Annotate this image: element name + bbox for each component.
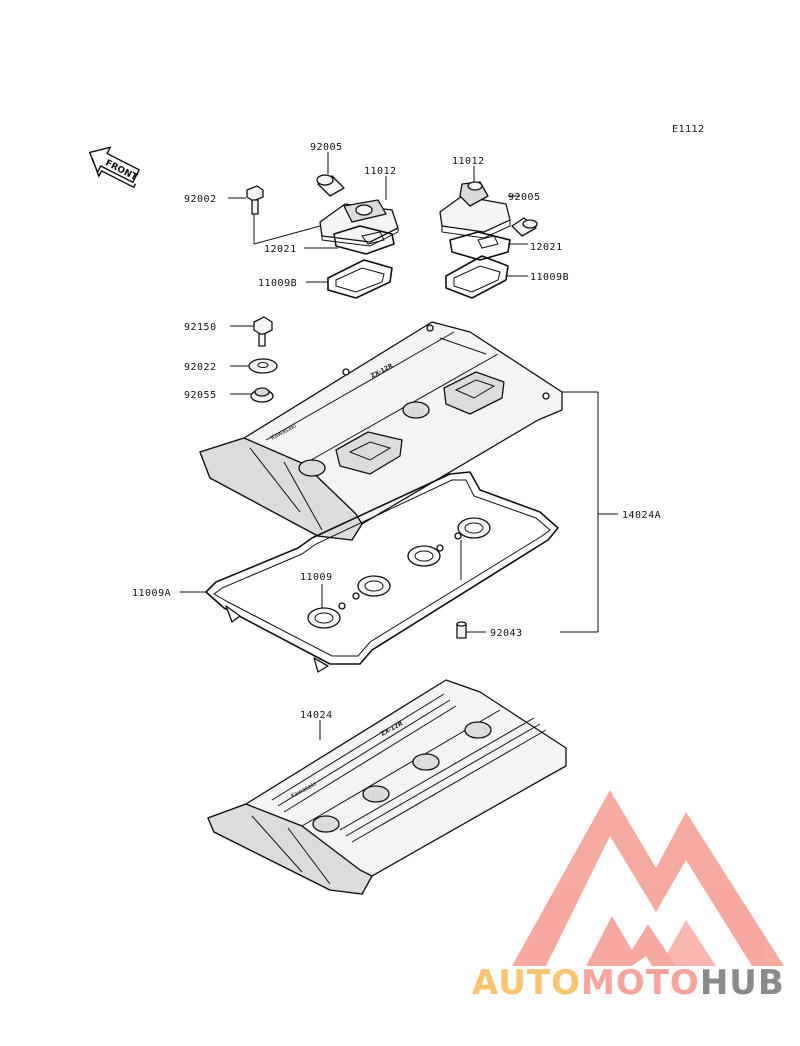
label-11009: 11009 (300, 572, 333, 583)
breather-cover-left (319, 199, 399, 247)
label-11009B-right: 11009B (530, 272, 569, 283)
leader-lines (180, 152, 618, 740)
label-92005-right: 92005 (508, 192, 541, 203)
label-11012-left: 11012 (364, 166, 397, 177)
grommet-92055 (250, 387, 274, 403)
watermark-auto: AUTO (472, 963, 581, 1003)
watermark-hub: HUB (700, 963, 785, 1003)
gasket-12021-left (333, 225, 395, 255)
label-12021-left: 12021 (264, 244, 297, 255)
watermark-logo-icon (512, 790, 784, 966)
label-92002: 92002 (184, 194, 217, 205)
label-11009A: 11009A (132, 588, 171, 599)
label-92055: 92055 (184, 390, 217, 401)
head-cover-14024A: Kawasaki ZX-12R (199, 321, 563, 541)
gasket-12021-right (449, 231, 511, 261)
watermark-moto: MOTO (581, 963, 700, 1003)
label-11012-right: 11012 (452, 156, 485, 167)
gasket-11009B-left (327, 259, 393, 299)
pipe-92005-right (511, 217, 538, 237)
bolt-92002 (246, 185, 264, 215)
pipe-92005-left (316, 174, 345, 197)
plug-seals-11009 (307, 517, 491, 629)
label-92005-left: 92005 (310, 142, 343, 153)
label-92043: 92043 (490, 628, 523, 639)
diagram-code: E1112 (672, 124, 705, 135)
front-arrow-icon: FRONT (88, 146, 141, 189)
label-92150: 92150 (184, 322, 217, 333)
label-12021-right: 12021 (530, 242, 563, 253)
head-cover-14024: Kawasaki ZX-12R (207, 679, 567, 895)
label-92022: 92022 (184, 362, 217, 373)
dowel-92043 (456, 621, 467, 639)
watermark-text: AUTOMOTOHUB (472, 963, 785, 1003)
breather-cover-right (439, 181, 511, 239)
washer-92022 (248, 358, 278, 374)
label-14024A: 14024A (622, 510, 661, 521)
label-11009B-left: 11009B (258, 278, 297, 289)
bolt-92150 (253, 316, 273, 347)
label-14024: 14024 (300, 710, 333, 721)
cover-gasket-11009A (205, 471, 559, 673)
gasket-11009B-right (445, 255, 509, 299)
